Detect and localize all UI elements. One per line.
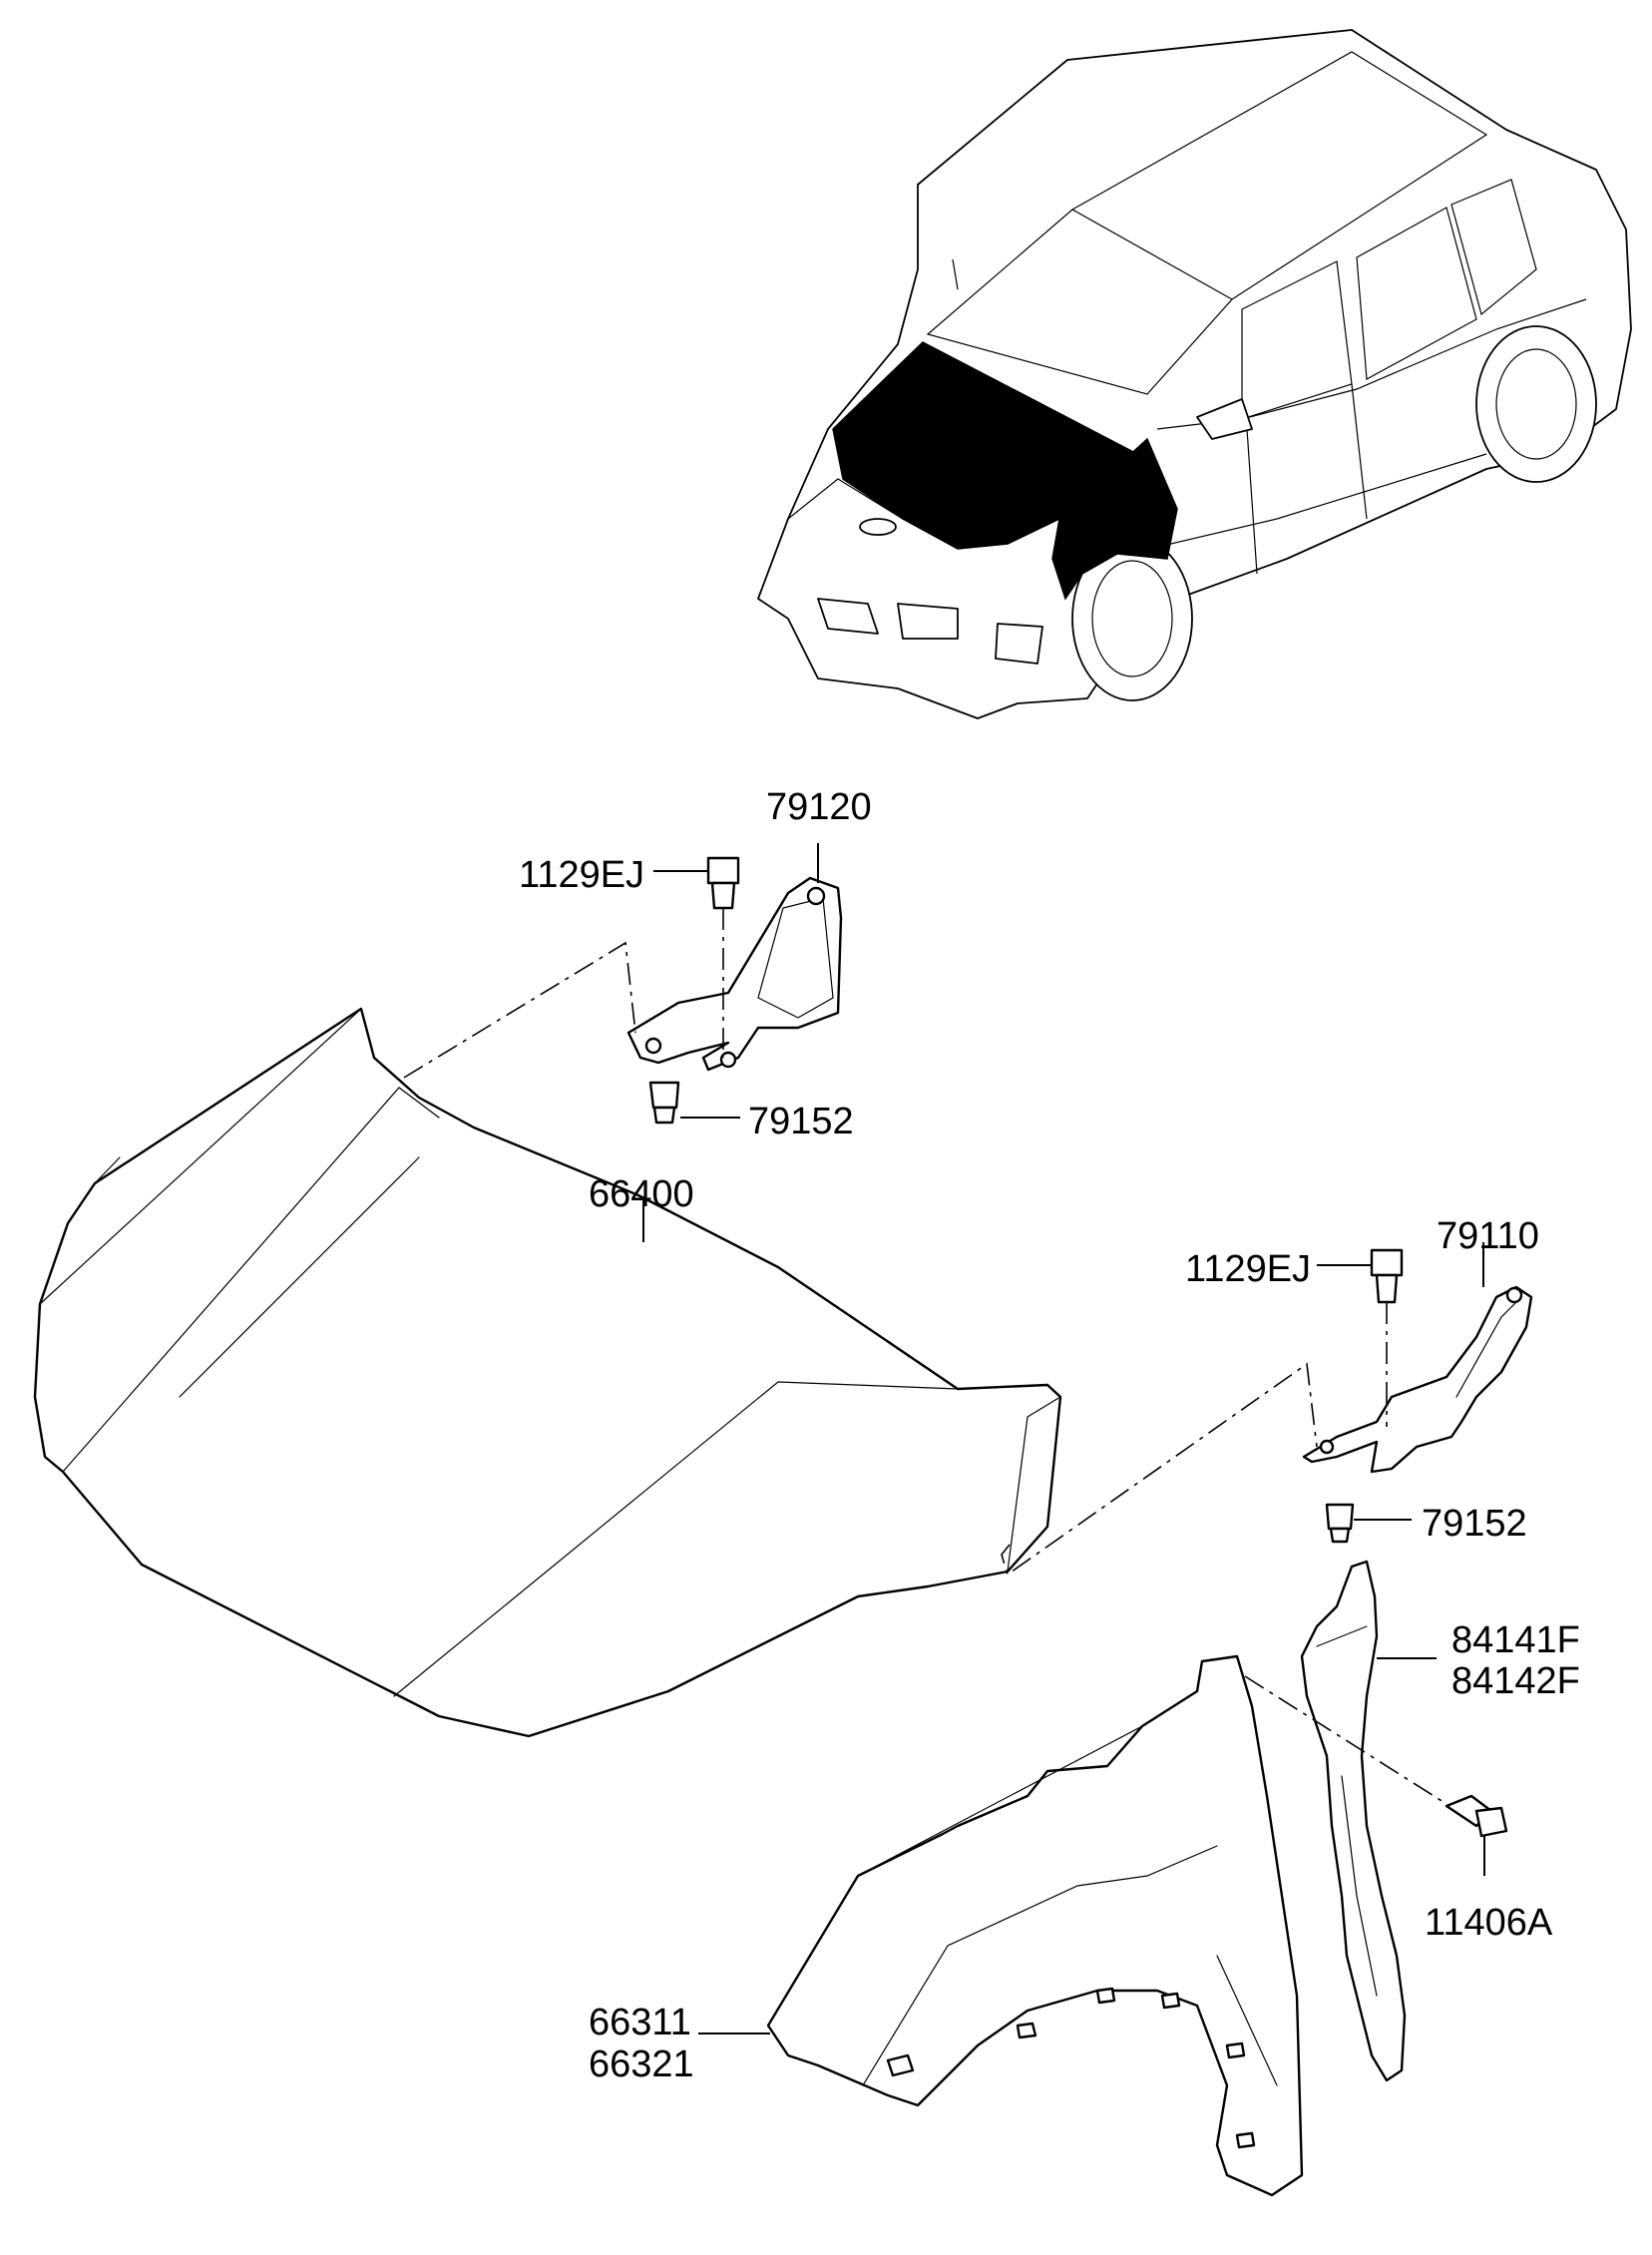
bolt-79152-upper bbox=[648, 1081, 680, 1125]
fender-insulator bbox=[1300, 1560, 1407, 2082]
fender-panel bbox=[766, 1654, 1304, 2197]
label-79152-lower: 79152 bbox=[1422, 1503, 1527, 1545]
label-66321: 66321 bbox=[589, 2043, 694, 2085]
label-11406A: 11406A bbox=[1425, 1902, 1553, 1944]
label-84142F: 84142F bbox=[1451, 1660, 1580, 1702]
dashline-hood-upper-hinge bbox=[403, 941, 636, 1079]
hinge-79110 bbox=[1302, 1285, 1533, 1474]
bolt-1129EJ-upper bbox=[706, 856, 740, 910]
label-66400: 66400 bbox=[589, 1173, 694, 1215]
label-66311: 66311 bbox=[589, 2002, 691, 2043]
label-84141F: 84141F bbox=[1451, 1619, 1580, 1661]
hinge-79120 bbox=[626, 876, 843, 1072]
vehicle-illustration bbox=[757, 29, 1632, 719]
dashline-hood-lower-hinge bbox=[1001, 1362, 1318, 1577]
hood-panel bbox=[33, 1007, 1062, 1738]
label-1129EJ-lower: 1129EJ bbox=[1185, 1248, 1312, 1290]
label-79120: 79120 bbox=[766, 786, 872, 828]
label-79152-upper: 79152 bbox=[748, 1101, 854, 1142]
label-79110: 79110 bbox=[1437, 1215, 1539, 1257]
label-1129EJ-upper: 1129EJ bbox=[519, 854, 645, 896]
bolt-11406A bbox=[1445, 1794, 1508, 1838]
bolt-79152-lower bbox=[1325, 1503, 1355, 1544]
bolt-1129EJ-lower bbox=[1370, 1248, 1404, 1304]
